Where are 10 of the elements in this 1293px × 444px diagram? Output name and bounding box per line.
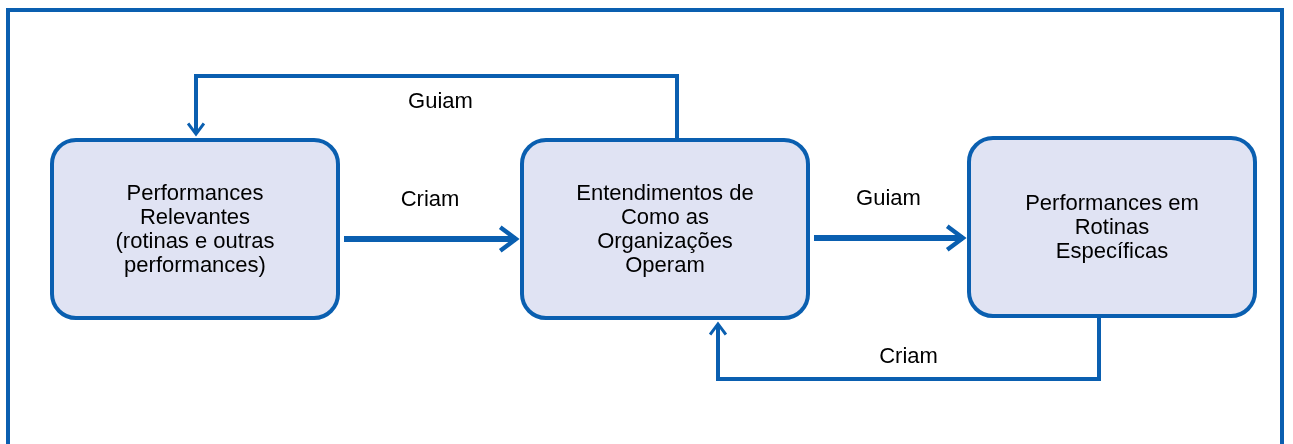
arrow — [344, 225, 519, 253]
arrow — [186, 74, 679, 138]
process-box — [967, 136, 1257, 318]
box-text: Performances Relevantes (rotinas e outras performances) — [114, 181, 276, 277]
arrow — [708, 318, 1101, 381]
arrow — [814, 224, 966, 252]
box-text: Performances em Rotinas Específicas — [1024, 191, 1200, 263]
box-text: Entendimentos de Como as Organizações Operam — [575, 181, 755, 277]
process-box — [520, 138, 810, 320]
process-box — [50, 138, 340, 320]
